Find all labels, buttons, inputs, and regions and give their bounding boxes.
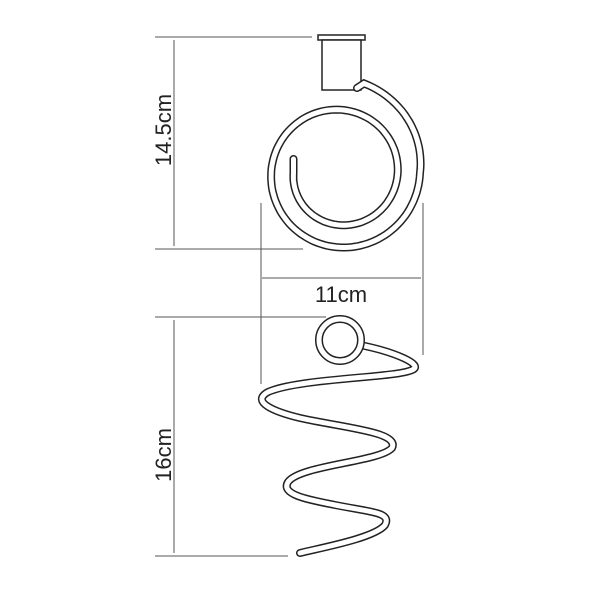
width-label: 11cm (315, 282, 367, 307)
upper-height-label: 14.5cm (151, 94, 176, 166)
lower-height-dimension: 16cm (151, 316, 326, 557)
upper-height-dimension: 14.5cm (151, 36, 312, 250)
spiral-holder (267, 78, 425, 252)
hair-dryer-holder-coil (257, 315, 419, 557)
lower-height-label: 16cm (151, 428, 176, 482)
wall-mount-cup (317, 34, 366, 91)
width-dimension: 11cm (260, 203, 424, 384)
